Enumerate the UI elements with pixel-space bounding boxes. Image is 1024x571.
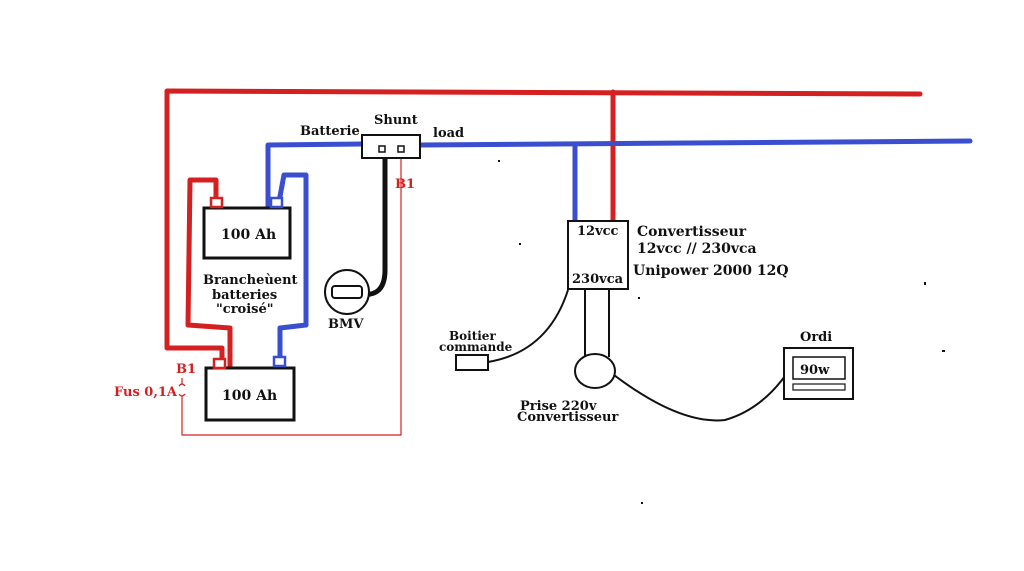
fuse-symbol bbox=[178, 378, 186, 403]
shunt-icon bbox=[361, 134, 421, 159]
stray-marks bbox=[498, 160, 945, 504]
boitier-line1: Boitier bbox=[449, 329, 496, 343]
batterie-label: Batterie bbox=[300, 124, 360, 139]
computer-label: Ordi bbox=[800, 330, 832, 345]
branchement-line2: batteries bbox=[212, 288, 277, 303]
b1-shunt-label: B1 bbox=[395, 177, 415, 192]
converter-title: Convertisseur bbox=[637, 224, 747, 240]
computer-icon bbox=[783, 347, 854, 400]
branchement-line3: "croisé" bbox=[216, 302, 274, 317]
battery-icon bbox=[202, 196, 292, 260]
control-box bbox=[455, 354, 489, 371]
prise-line2: Convertisseur bbox=[517, 410, 618, 425]
main-negative-wire bbox=[417, 138, 973, 148]
converter-spec: 12vcc // 230vca bbox=[637, 241, 757, 257]
converter-output-cables bbox=[487, 289, 610, 363]
computer-power-label: 90w bbox=[800, 363, 830, 378]
boitier-line2: commande bbox=[439, 340, 513, 354]
crossed-positive-wire bbox=[185, 177, 233, 371]
bmv-cable bbox=[357, 147, 388, 297]
bmv-monitor-icon bbox=[324, 269, 370, 315]
fuse-label: Fus 0,1A bbox=[114, 385, 178, 400]
positive-wires bbox=[164, 88, 923, 371]
crossed-negative-wire bbox=[275, 172, 309, 363]
converter-output-label: 230vca bbox=[572, 272, 624, 287]
bmv-label: BMV bbox=[328, 317, 364, 332]
main-positive-wire bbox=[164, 88, 923, 371]
battery-bottom-label: 100 Ah bbox=[222, 388, 277, 404]
converter-icon bbox=[567, 220, 629, 290]
b1-sense-wire bbox=[181, 150, 402, 436]
converter-input-label: 12vcc bbox=[577, 224, 619, 239]
outlet-icon bbox=[574, 353, 616, 389]
prise-line1: Prise 220v bbox=[520, 399, 597, 414]
branchement-line1: Brancheùent bbox=[203, 273, 298, 288]
shunt-label: Shunt bbox=[374, 113, 418, 128]
load-label: load bbox=[433, 126, 464, 141]
converter-model: Unipower 2000 12Q bbox=[633, 263, 789, 279]
b1-fuse-label: B1 bbox=[176, 362, 196, 377]
negative-wires bbox=[265, 138, 973, 363]
computer-power-cable bbox=[613, 374, 786, 422]
battery-top-label: 100 Ah bbox=[221, 227, 276, 243]
battery-icon bbox=[204, 355, 296, 422]
battery-negative-to-shunt bbox=[265, 141, 365, 210]
